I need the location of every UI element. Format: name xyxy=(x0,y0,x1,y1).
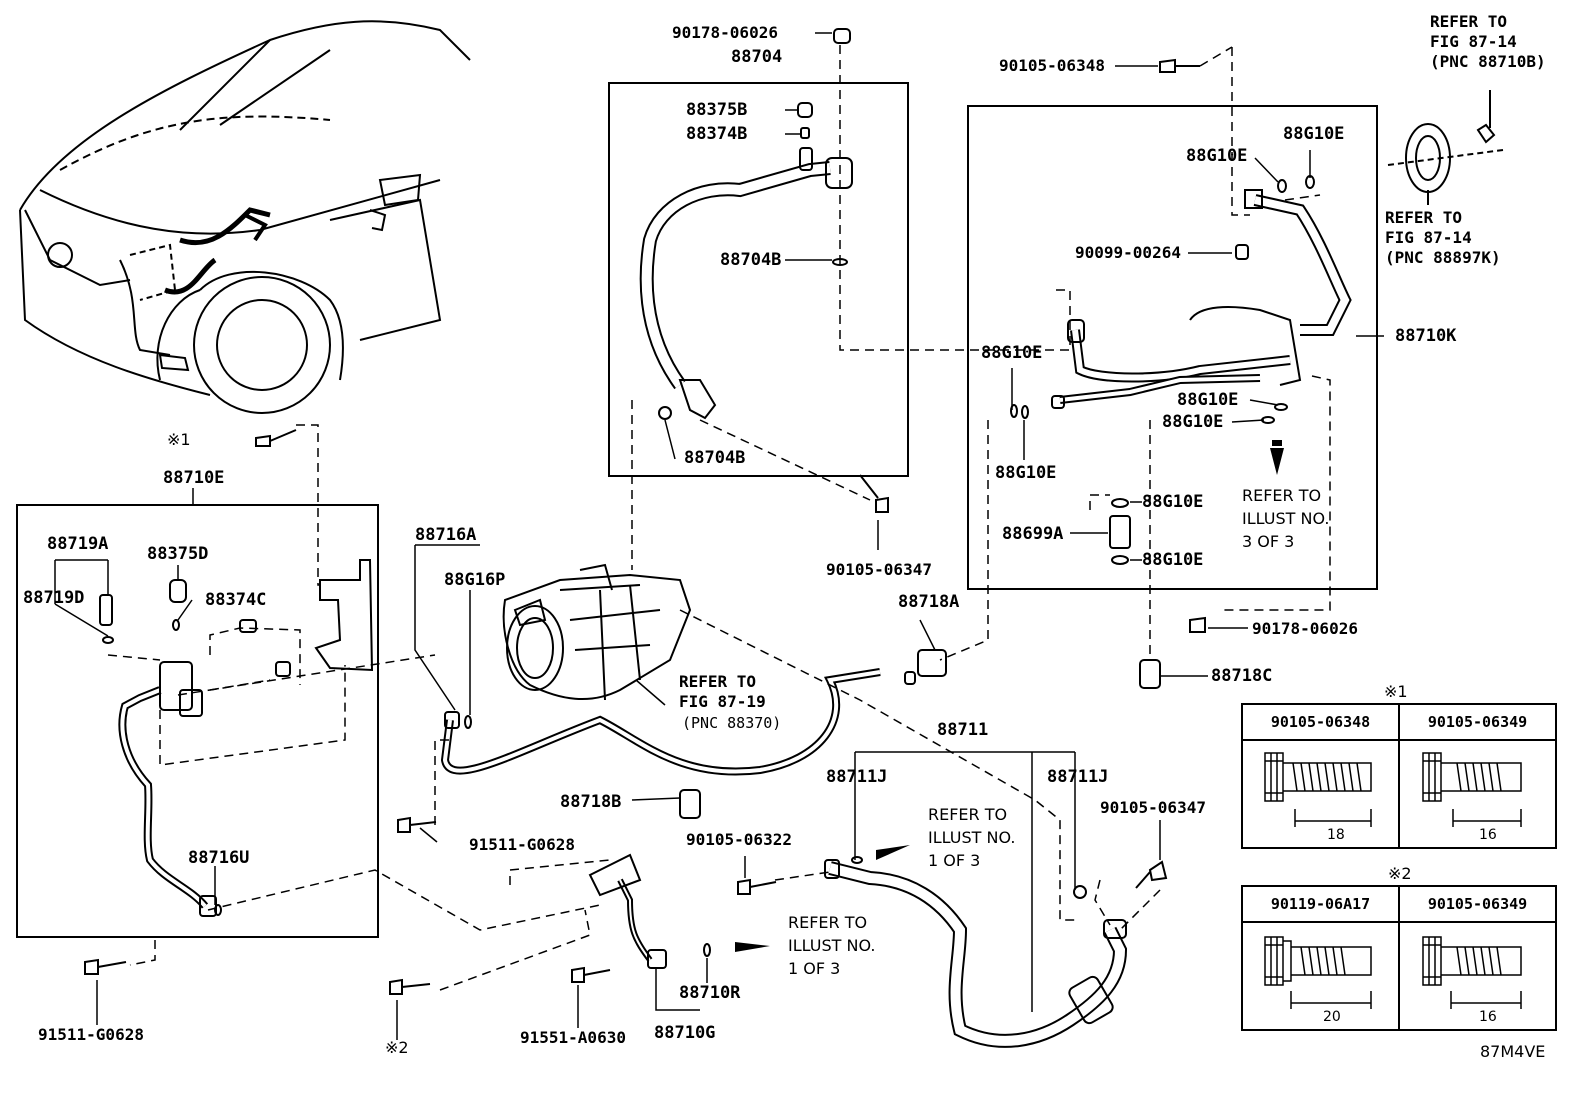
bolt-table-header: 90105-06349 xyxy=(1400,887,1555,923)
part-label: 88711J xyxy=(1047,767,1109,787)
arrows xyxy=(735,440,1284,952)
part-label: 88G16P xyxy=(444,570,506,590)
part-label: 91511-G0628 xyxy=(469,835,575,854)
part-label: 88710G xyxy=(654,1023,716,1043)
table-divider xyxy=(1398,705,1400,847)
part-label: 88710R xyxy=(679,983,741,1003)
dashed-lines xyxy=(107,45,1331,991)
vehicle-illustration xyxy=(19,20,471,414)
bolt-dimension: 20 xyxy=(1323,1009,1341,1025)
part-label: 88704 xyxy=(731,47,783,67)
hose-88711 xyxy=(824,856,1128,1048)
illustration-code: 87M4VE xyxy=(1480,1042,1546,1061)
refer-note-compressor: REFER TO FIG 87-19 xyxy=(679,672,766,711)
part-label: 88704B xyxy=(720,250,782,270)
bolt-drawings xyxy=(1264,936,1522,1009)
frame-88710E xyxy=(16,504,379,938)
part-label: 88699A xyxy=(1002,524,1064,544)
part-label: 90105-06347 xyxy=(1100,798,1206,817)
bolt-table-header: 90119-06A17 xyxy=(1243,887,1398,923)
part-label: 88G10E xyxy=(1142,492,1204,512)
part-label: 90178-06026 xyxy=(1252,619,1358,638)
bolt-table-1: 90105-06348 90105-06349 18 16 xyxy=(1241,703,1557,849)
part-label: 88374B xyxy=(686,124,748,144)
part-label: 88719A xyxy=(47,534,109,554)
part-label: 88G10E xyxy=(995,463,1057,483)
bolt-dimension: 18 xyxy=(1327,827,1345,843)
part-label: 88716A xyxy=(415,525,477,545)
part-label: 88718C xyxy=(1211,666,1273,686)
pipe-88716A xyxy=(440,649,947,776)
refer-note-88710B: REFER TO FIG 87-14 (PNC 88710B) xyxy=(1430,12,1546,71)
part-label: 90178-06026 xyxy=(672,23,778,42)
bolt-dimension: 16 xyxy=(1479,1009,1497,1025)
table-divider xyxy=(1398,887,1400,1029)
part-label: 88375D xyxy=(147,544,209,564)
table-mark: ※2 xyxy=(1388,864,1412,883)
refer-note-compressor-pnc: (PNC 88370) xyxy=(682,714,782,732)
part-label: 88375B xyxy=(686,100,748,120)
refer-note-88897K: REFER TO FIG 87-14 (PNC 88897K) xyxy=(1385,208,1501,267)
mark-symbol: ※1 xyxy=(167,430,191,449)
bolt-dimension: 16 xyxy=(1479,827,1497,843)
frame-88710K xyxy=(967,105,1378,590)
bolt-drawings xyxy=(1264,752,1522,827)
part-label: 90105-06322 xyxy=(686,830,792,849)
pipe-88716U xyxy=(99,559,374,917)
compressor xyxy=(502,563,692,701)
part-label: 88719D xyxy=(23,588,85,608)
part-label: 88G10E xyxy=(1162,412,1224,432)
bolt-table-header: 90105-06348 xyxy=(1243,705,1398,741)
part-label: 88G10E xyxy=(1186,146,1248,166)
part-label: 88704B xyxy=(684,448,746,468)
part-label: 88711 xyxy=(937,720,989,740)
part-label: 88711J xyxy=(826,767,888,787)
part-label: 90105-06347 xyxy=(826,560,932,579)
table-mark: ※1 xyxy=(1384,682,1408,701)
bolt-table-header: 90105-06349 xyxy=(1400,705,1555,741)
fasteners xyxy=(84,28,1206,995)
refer-note-illust-1b: REFER TO ILLUST NO. 1 OF 3 xyxy=(788,913,876,978)
ring-gasket xyxy=(1387,90,1504,205)
part-label: 90105-06348 xyxy=(999,56,1105,75)
part-label: 88G10E xyxy=(1283,124,1345,144)
part-label: 91511-G0628 xyxy=(38,1025,144,1044)
part-label: 88710E xyxy=(163,468,225,488)
pipe-88710G xyxy=(588,853,711,969)
part-label: 88374C xyxy=(205,590,267,610)
refer-note-illust-3: REFER TO ILLUST NO. 3 OF 3 xyxy=(1242,486,1330,551)
part-label: 88G10E xyxy=(1142,550,1204,570)
part-label: 90099-00264 xyxy=(1075,243,1181,262)
part-label: 88G10E xyxy=(981,343,1043,363)
refer-note-illust-1a: REFER TO ILLUST NO. 1 OF 3 xyxy=(928,805,1016,870)
mark-symbol: ※2 xyxy=(385,1038,409,1057)
bolt-table-2: 90119-06A17 90105-06349 20 16 xyxy=(1241,885,1557,1031)
part-label: 88716U xyxy=(188,848,250,868)
part-label: 91551-A0630 xyxy=(520,1028,626,1047)
hose-88710K xyxy=(1010,175,1352,565)
frame-88704 xyxy=(608,82,909,477)
hose-88704 xyxy=(639,102,853,420)
part-label: 88G10E xyxy=(1177,390,1239,410)
part-label: 88718A xyxy=(898,592,960,612)
leader-lines xyxy=(54,32,1384,1040)
part-label: 88710K xyxy=(1395,326,1457,346)
part-label: 88718B xyxy=(560,792,622,812)
